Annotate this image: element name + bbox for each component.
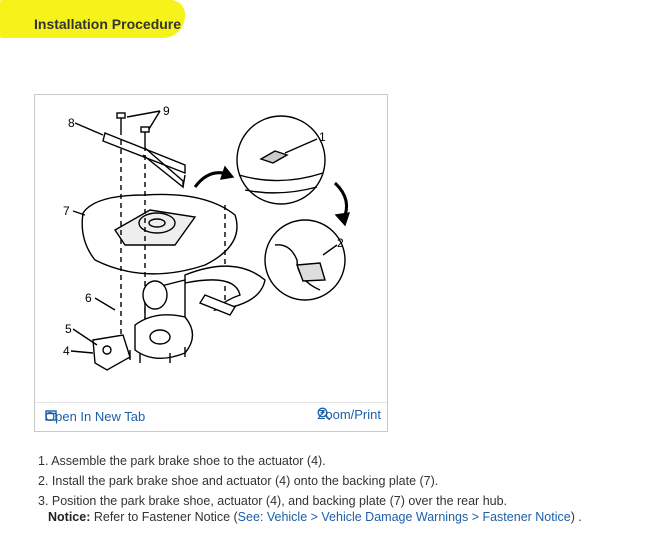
open-in-new-tab-link[interactable]: Open In New Tab [45, 409, 145, 424]
figure-panel: 8 9 7 1 2 6 5 4 Open In New Tab Zoom/Pri… [34, 94, 388, 432]
figure-toolbar: Open In New Tab Zoom/Print [35, 402, 387, 431]
open-tab-icon [45, 410, 57, 421]
page-title: Installation Procedure [34, 16, 182, 32]
fastener-notice-link[interactable]: See: Vehicle > Vehicle Damage Warnings >… [237, 510, 571, 524]
brake-assembly-diagram: 8 9 7 1 2 6 5 4 [63, 104, 351, 371]
notice-text: Refer to Fastener Notice ( [90, 510, 238, 524]
callout-7: 7 [63, 204, 70, 218]
callout-4: 4 [63, 344, 70, 358]
step-1: 1. Assemble the park brake shoe to the a… [38, 454, 326, 468]
step-3: 3. Position the park brake shoe, actuato… [38, 494, 508, 508]
open-in-new-tab-label: Open In New Tab [45, 409, 146, 424]
callout-2: 2 [337, 236, 344, 250]
notice-end: ) . [570, 510, 582, 524]
callout-8: 8 [68, 116, 75, 130]
zoom-print-label: Zoom/Print [317, 407, 381, 422]
step-2: 2. Install the park brake shoe and actua… [38, 474, 439, 488]
zoom-icon [317, 407, 331, 421]
procedure-steps: 1. Assemble the park brake shoe to the a… [38, 451, 507, 511]
callout-1: 1 [319, 130, 326, 144]
notice-label: Notice: [48, 510, 91, 524]
callout-5: 5 [65, 322, 72, 336]
fastener-notice: Notice: Refer to Fastener Notice (See: V… [48, 510, 582, 524]
zoom-print-link[interactable]: Zoom/Print [317, 407, 381, 422]
heading-highlight [0, 0, 185, 38]
callout-9: 9 [163, 104, 170, 118]
callout-6: 6 [85, 291, 92, 305]
